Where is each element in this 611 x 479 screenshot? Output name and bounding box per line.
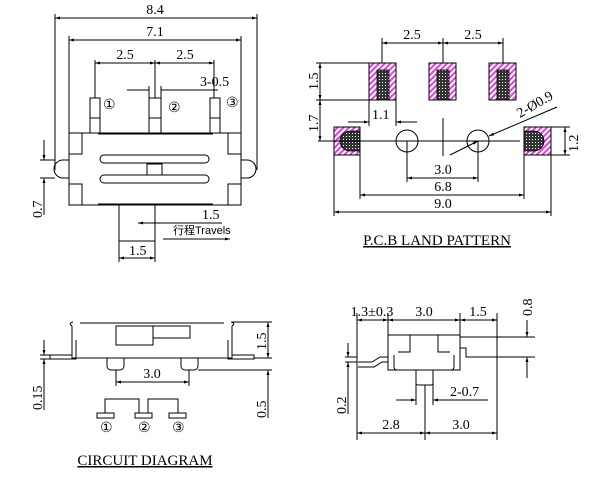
pcb-dim-holes: 3.0 — [434, 163, 452, 178]
end-dim-slider: 2-0.7 — [450, 385, 479, 400]
pcb-land-pattern: 2.5 2.5 1.5 1.7 1.1 1.2 2-Ø0.9 3.0 6.8 9… — [307, 28, 582, 249]
travel-label: 行程Travels — [173, 224, 231, 237]
dim-pitch-left: 2.5 — [116, 48, 134, 63]
circuit-title: CIRCUIT DIAGRAM — [77, 453, 212, 469]
top-view: 8.4 7.1 2.5 2.5 3-0.5 ① ② ③ 0.7 1.5 行程Tr… — [31, 3, 258, 262]
end-dim-right: 3.0 — [452, 418, 470, 433]
circuit-diagram: ① ② ③ CIRCUIT DIAGRAM — [77, 398, 213, 469]
dim-pin-width: 3-0.5 — [200, 75, 229, 90]
pin-label-3: ③ — [226, 96, 239, 111]
pcb-dim-pitch-left: 2.5 — [403, 28, 421, 43]
pcb-dim-inner: 6.8 — [434, 180, 452, 195]
pcb-dim-side-pad: 1.2 — [567, 135, 582, 153]
pin-label-2: ② — [168, 101, 181, 116]
dim-travel: 1.5 — [202, 208, 220, 223]
dim-actuator: 1.5 — [129, 244, 147, 259]
dim-body: 7.1 — [146, 25, 164, 40]
pcb-dim-pitch-right: 2.5 — [464, 28, 482, 43]
pad-3 — [488, 62, 517, 101]
circuit-label-3: ③ — [172, 421, 185, 436]
switch-body — [68, 132, 242, 206]
pcb-dim-row-offset: 1.7 — [307, 115, 322, 133]
side-dim-lead: 0.15 — [31, 386, 46, 411]
end-dim-lead-thk: 0.2 — [335, 397, 350, 415]
side-dim-height: 1.5 — [255, 333, 270, 351]
end-dim-body: 3.0 — [415, 305, 433, 320]
side-dim-pitch: 3.0 — [143, 367, 161, 382]
pcb-dim-pad-height: 1.5 — [307, 73, 322, 91]
pad-1 — [368, 62, 397, 101]
end-dim-actuator-h: 0.8 — [521, 299, 536, 317]
side-view: 3.0 1.5 0.5 0.15 — [31, 321, 272, 419]
circuit-label-1: ① — [100, 421, 113, 436]
pin-label-1: ① — [103, 98, 116, 113]
side-pad-right — [523, 126, 552, 156]
dim-tab: 0.7 — [31, 201, 46, 219]
end-dim-left: 2.8 — [382, 418, 400, 433]
end-dim-lead: 1.3±0.3 — [351, 305, 394, 320]
pad-2 — [428, 62, 457, 101]
side-dim-standoff: 0.5 — [255, 401, 270, 419]
circuit-label-2: ② — [138, 421, 151, 436]
pcb-dim-outer: 9.0 — [434, 197, 452, 212]
pcb-title: P.C.B LAND PATTERN — [363, 233, 511, 249]
end-view: 1.3±0.3 3.0 1.5 0.8 0.2 2-0.7 2.8 3.0 — [335, 299, 536, 440]
pcb-dim-pad-width: 1.1 — [372, 108, 390, 123]
dim-overall: 8.4 — [146, 3, 164, 18]
dim-pitch-right: 2.5 — [176, 48, 194, 63]
end-dim-actuator-len: 1.5 — [469, 305, 487, 320]
